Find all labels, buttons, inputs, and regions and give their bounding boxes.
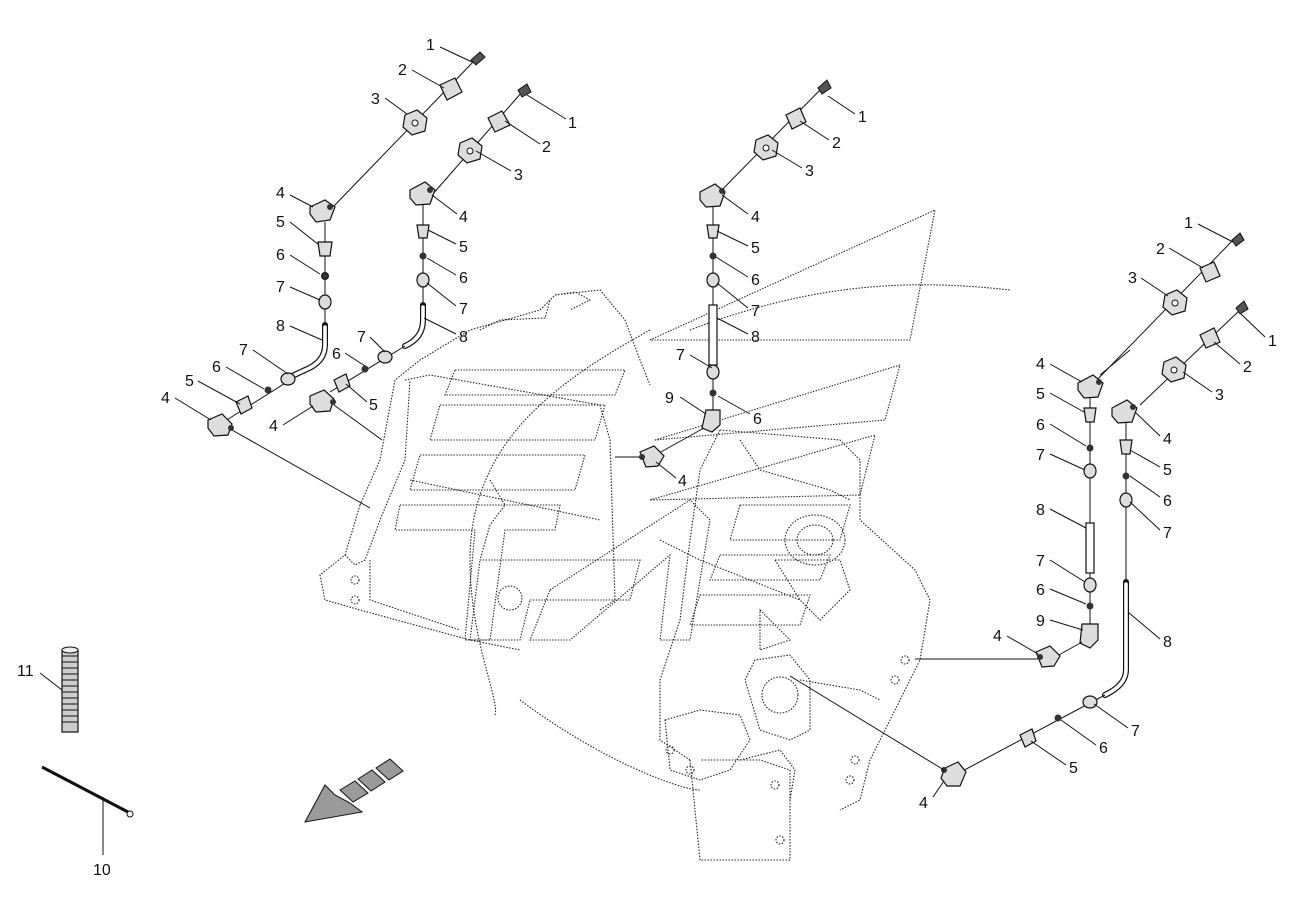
callout-1: 1 [858, 109, 867, 126]
callout-2: 2 [542, 139, 551, 156]
cable-tie-part [41, 765, 134, 818]
callout-5: 5 [185, 373, 194, 390]
callout-7: 7 [751, 303, 760, 320]
callout-8: 8 [459, 329, 468, 346]
callout-6: 6 [1036, 582, 1045, 599]
callout-4: 4 [459, 209, 468, 226]
callout-6: 6 [276, 247, 285, 264]
callout-3: 3 [371, 91, 380, 108]
callout-7: 7 [1036, 553, 1045, 570]
callout-6: 6 [459, 270, 468, 287]
callout-5: 5 [1069, 760, 1078, 777]
callout-1: 1 [426, 37, 435, 54]
callout-3: 3 [514, 167, 523, 184]
lubrication-lines [207, 51, 1249, 787]
callout-8: 8 [1036, 502, 1045, 519]
callout-4: 4 [678, 473, 687, 490]
machine-frame [319, 284, 1011, 861]
callout-1: 1 [1184, 215, 1193, 232]
callout-8: 8 [751, 329, 760, 346]
callout-5: 5 [276, 214, 285, 231]
callout-8: 8 [1163, 634, 1172, 651]
callout-6: 6 [1163, 493, 1172, 510]
callout-5: 5 [1163, 462, 1172, 479]
callout-8: 8 [276, 318, 285, 335]
callout-4: 4 [269, 418, 278, 435]
callout-11: 11 [17, 663, 34, 680]
callout-7: 7 [357, 329, 366, 346]
callout-7: 7 [676, 347, 685, 364]
callout-2: 2 [832, 135, 841, 152]
callout-2: 2 [398, 62, 407, 79]
callout-4: 4 [751, 209, 760, 226]
callout-5: 5 [459, 239, 468, 256]
callout-5: 5 [751, 240, 760, 257]
callout-7: 7 [276, 279, 285, 296]
callout-9: 9 [665, 390, 674, 407]
callout-4: 4 [1036, 356, 1045, 373]
callout-7: 7 [1163, 525, 1172, 542]
callout-4: 4 [161, 390, 170, 407]
callout-labels: 1 2 3 4 5 6 7 8 7 6 5 4 1 2 3 4 5 6 7 8 … [17, 37, 1277, 879]
callout-6: 6 [1099, 740, 1108, 757]
callout-3: 3 [1215, 387, 1224, 404]
callout-7: 7 [1131, 723, 1140, 740]
callout-7: 7 [459, 301, 468, 318]
callout-1: 1 [568, 115, 577, 132]
callout-5: 5 [1036, 386, 1045, 403]
callout-3: 3 [1128, 270, 1137, 287]
callout-5: 5 [369, 397, 378, 414]
callout-2: 2 [1156, 241, 1165, 258]
callout-4: 4 [919, 795, 928, 812]
protective-hose-part [61, 646, 79, 733]
callout-6: 6 [753, 411, 762, 428]
direction-arrow-icon [304, 758, 404, 823]
callout-1: 1 [1268, 333, 1277, 350]
callout-10: 10 [93, 862, 111, 879]
callout-6: 6 [751, 272, 760, 289]
callout-6: 6 [212, 359, 221, 376]
callout-9: 9 [1036, 613, 1045, 630]
callout-2: 2 [1243, 359, 1252, 376]
callout-6: 6 [332, 346, 341, 363]
callout-7: 7 [1036, 447, 1045, 464]
callout-leaders [39, 46, 1266, 855]
callout-7: 7 [239, 342, 248, 359]
watermark-logo [394, 209, 936, 641]
callout-4: 4 [1163, 431, 1172, 448]
callout-4: 4 [276, 185, 285, 202]
callout-6: 6 [1036, 417, 1045, 434]
callout-4: 4 [993, 628, 1002, 645]
callout-3: 3 [805, 163, 814, 180]
